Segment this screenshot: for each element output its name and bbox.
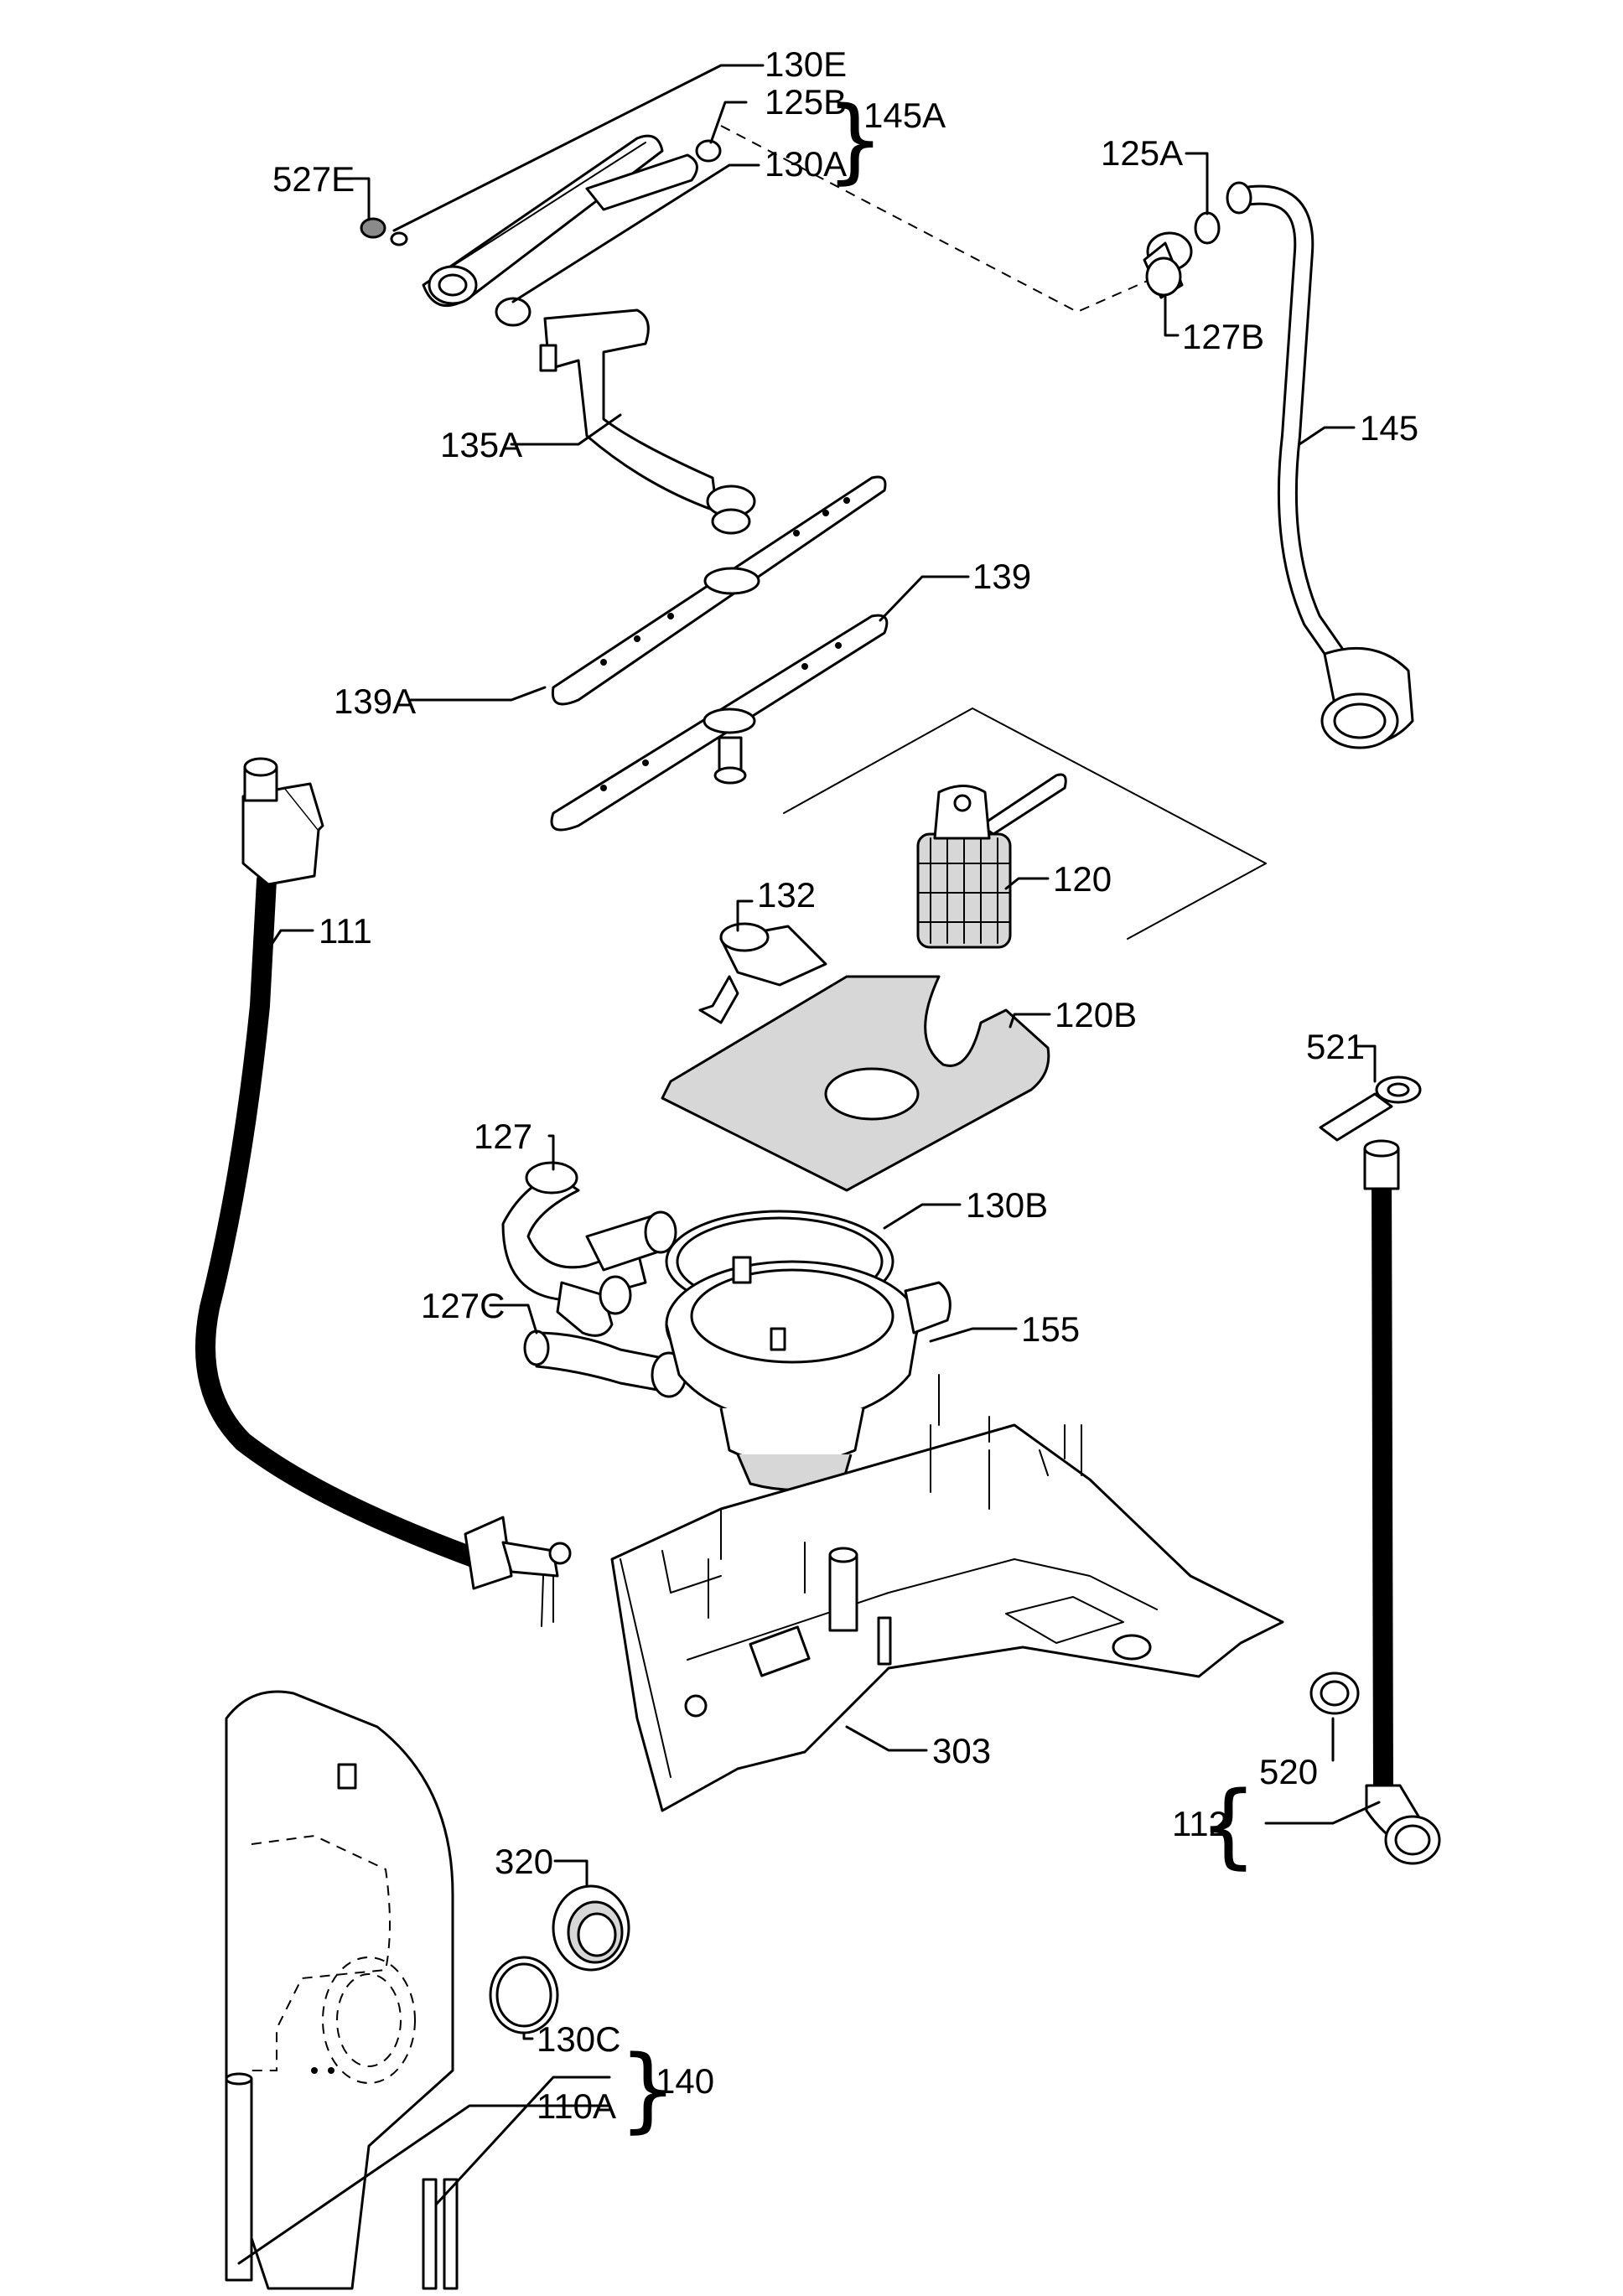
inlet-hose-111: [195, 757, 572, 1627]
callout-127b: 127B: [1182, 317, 1264, 356]
hose-127c: [523, 1329, 687, 1398]
brace-145a: }: [826, 86, 884, 194]
callout-145a: 145A: [863, 96, 946, 135]
callout-120: 120: [1053, 859, 1112, 899]
drain-hose-112: [1363, 1139, 1441, 1865]
callout-135a: 135A: [440, 425, 522, 464]
callout-127: 127: [474, 1117, 532, 1156]
feed-pipe-135a: [539, 308, 756, 535]
callout-320: 320: [495, 1842, 553, 1881]
base-frame-303: [610, 1374, 1284, 1812]
leader-lines: [237, 64, 1381, 2265]
upper-spray-pipe-assembly: [422, 134, 698, 307]
callout-127c: 127C: [421, 1286, 505, 1325]
o-ring-130a: [495, 297, 531, 327]
callout-132: 132: [757, 875, 816, 915]
callout-139a: 139A: [334, 682, 416, 721]
brace-140: }: [619, 2035, 677, 2143]
bracket-132: [698, 922, 827, 1024]
dashed-connection-line: [720, 125, 1158, 314]
callout-130a: 130A: [765, 144, 847, 184]
callout-140: 140: [656, 2061, 714, 2101]
callout-125a: 125A: [1101, 133, 1183, 173]
callout-110a: 110A: [537, 2086, 616, 2126]
seal-320: [552, 1884, 630, 1972]
callout-139: 139: [972, 557, 1031, 596]
callout-120b: 120B: [1055, 995, 1137, 1034]
nut-527e: [360, 217, 408, 246]
sump-155: [665, 1256, 952, 1491]
filter-cartridge-120: [783, 707, 1267, 949]
callout-125b: 125B: [765, 82, 847, 122]
callout-520: 520: [1259, 1752, 1318, 1791]
callout-155: 155: [1021, 1309, 1080, 1349]
callout-111: 111: [319, 911, 372, 951]
callout-130c: 130C: [537, 2019, 620, 2059]
o-ring-125a: [1194, 211, 1221, 245]
callout-112: 112: [1172, 1804, 1228, 1843]
break-tank-140: [225, 1690, 459, 2290]
brace-112: }: [1199, 1771, 1257, 1879]
filter-plate-120b: [661, 975, 1050, 1192]
clamp-520: [1309, 1671, 1360, 1715]
callout-527e: 527E: [272, 159, 355, 199]
fitting-127b: [1143, 231, 1193, 299]
callout-130e: 130E: [765, 44, 847, 84]
elbow-hose-127: [501, 1161, 677, 1337]
clip-521: [1319, 1075, 1422, 1142]
o-ring-125b: [695, 139, 722, 163]
callout-521: 521: [1306, 1027, 1365, 1066]
callout-303: 303: [932, 1731, 991, 1770]
spray-arm-139: [550, 614, 889, 832]
drain-hose-145: [1226, 181, 1414, 749]
callout-130b: 130B: [966, 1185, 1048, 1225]
spray-arm-139a: [551, 475, 887, 706]
callout-145: 145: [1360, 408, 1418, 448]
